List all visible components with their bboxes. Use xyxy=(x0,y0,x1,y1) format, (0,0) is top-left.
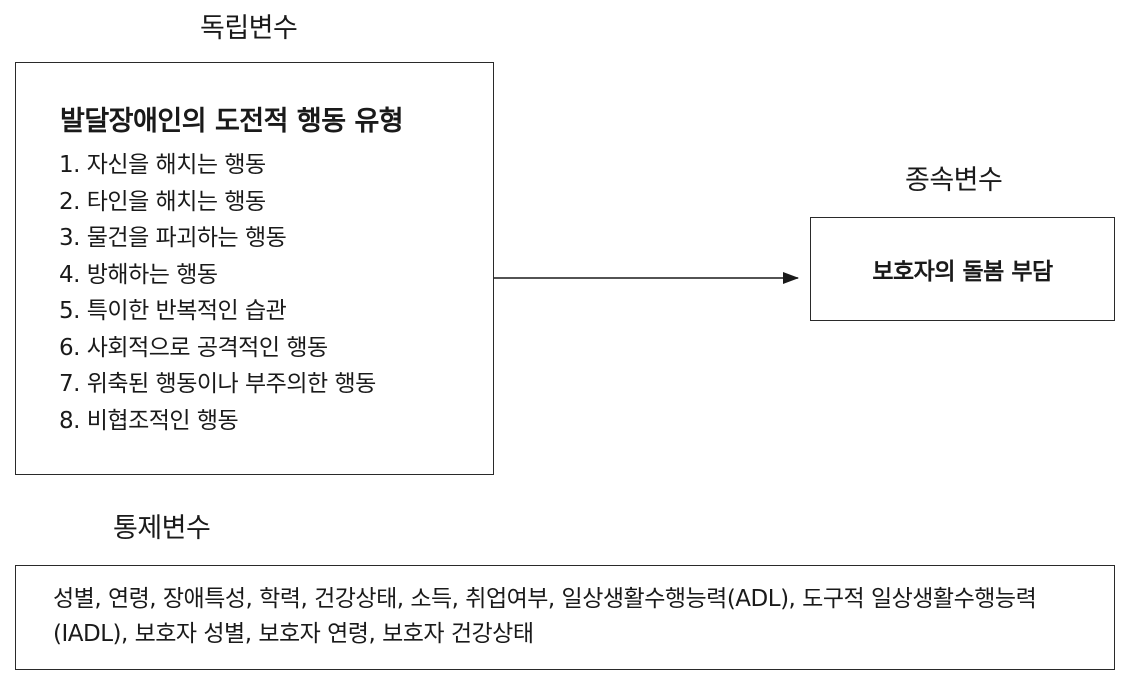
list-item: 2. 타인을 해치는 행동 xyxy=(59,188,266,215)
dependent-variable-label: 종속변수 xyxy=(905,165,1003,196)
independent-variable-title: 발달장애인의 도전적 행동 유형 xyxy=(60,106,404,137)
list-item: 1. 자신을 해치는 행동 xyxy=(59,152,266,178)
list-item: 5. 특이한 반복적인 습관 xyxy=(59,298,287,324)
list-item: 7. 위축된 행동이나 부주의한 행동 xyxy=(59,371,376,397)
control-variable-label: 통제변수 xyxy=(113,513,211,544)
behavior-type-list: 1. 자신을 해치는 행동 2. 타인을 해치는 행동 3. 물건을 파괴하는 … xyxy=(59,147,376,439)
independent-variable-label: 독립변수 xyxy=(200,13,298,44)
control-variable-box: 성별, 연령, 장애특성, 학력, 건강상태, 소득, 취업여부, 일상생활수행… xyxy=(15,565,1115,670)
list-item: 3. 물건을 파괴하는 행동 xyxy=(59,225,287,251)
dependent-variable-text: 보호자의 돌봄 부담 xyxy=(872,259,1053,285)
dependent-variable-box: 보호자의 돌봄 부담 xyxy=(810,217,1115,321)
list-item: 8. 비협조적인 행동 xyxy=(59,407,239,434)
independent-variable-box: 발달장애인의 도전적 행동 유형 1. 자신을 해치는 행동 2. 타인을 해치… xyxy=(15,62,494,475)
list-item: 4. 방해하는 행동 xyxy=(59,261,218,288)
control-variable-text: 성별, 연령, 장애특성, 학력, 건강상태, 소득, 취업여부, 일상생활수행… xyxy=(53,586,1037,647)
list-item: 6. 사회적으로 공격적인 행동 xyxy=(59,334,328,361)
